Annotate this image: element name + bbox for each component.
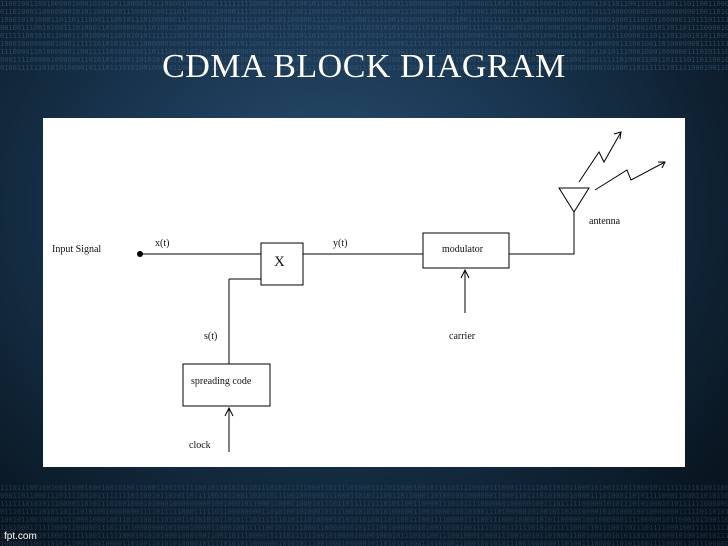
radiation-arrowhead-upper xyxy=(613,131,622,140)
spreading-code-block xyxy=(182,363,271,407)
multiplier-block xyxy=(260,242,304,286)
input-signal-label: Input Signal xyxy=(52,244,102,255)
watermark-logo: fpt.com xyxy=(4,531,37,542)
slide-title: CDMA BLOCK DIAGRAM xyxy=(162,48,566,85)
antenna-symbol xyxy=(558,187,590,213)
clock-arrowhead xyxy=(224,406,234,417)
spreading-code-label: spreading code xyxy=(191,376,252,387)
carrier-arrowhead xyxy=(460,268,470,279)
binary-pattern-bottom: 1110111001001001100010001001010011000110… xyxy=(0,484,728,546)
s-t-label: s(t) xyxy=(204,331,218,342)
radiation-wave-upper xyxy=(578,131,622,183)
block-diagram xyxy=(137,131,666,452)
radiation-wave-lower xyxy=(594,161,666,191)
antenna-label: antenna xyxy=(589,216,621,227)
wire-modulator-to-antenna xyxy=(509,212,575,255)
radiation-arrowhead-lower xyxy=(658,161,666,169)
x-t-label: x(t) xyxy=(155,238,170,249)
binary-pattern-top: 1100100110010000010001010010110000101110… xyxy=(0,0,728,72)
clock-label: clock xyxy=(189,440,211,451)
modulator-block xyxy=(422,232,510,269)
multiplier-label: X xyxy=(274,254,285,270)
modulator-label: modulator xyxy=(442,244,484,255)
y-t-label: y(t) xyxy=(333,238,348,249)
carrier-label: carrier xyxy=(449,331,476,342)
diagram-panel: Input Signal x(t) y(t) X modulator anten… xyxy=(43,118,685,467)
